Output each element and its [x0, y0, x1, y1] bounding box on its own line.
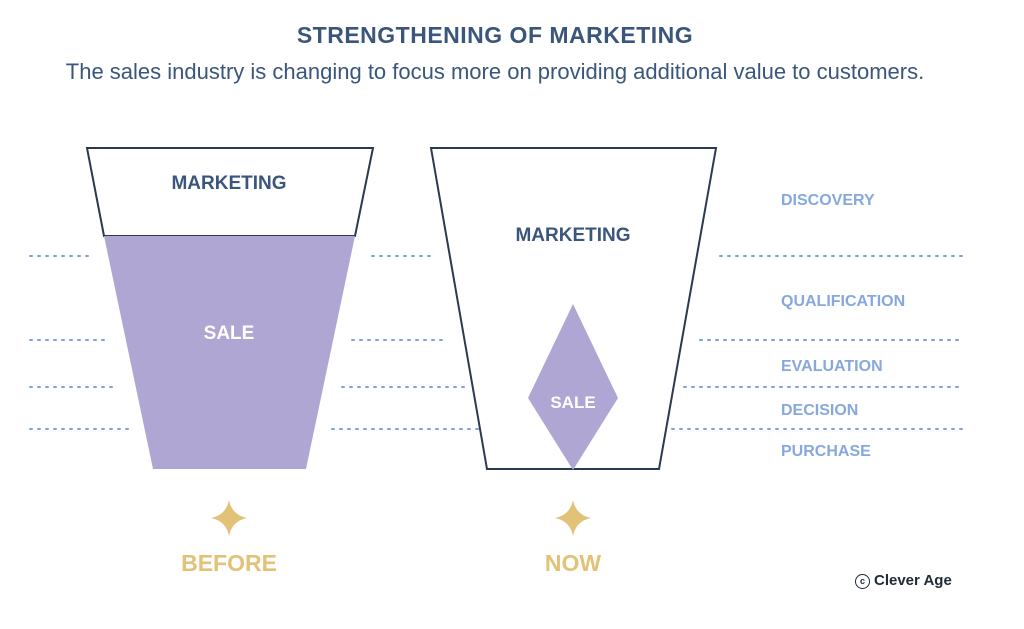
- stage-purchase: PURCHASE: [781, 443, 871, 460]
- sparkle-icon: [211, 500, 247, 536]
- copyright-notice: c Clever Age: [855, 572, 952, 589]
- before-caption: BEFORE: [181, 550, 277, 576]
- before-funnel: MARKETING SALE: [85, 147, 375, 469]
- now-sale-label: SALE: [550, 393, 595, 412]
- page-subtitle: The sales industry is changing to focus …: [65, 59, 925, 84]
- before-sale-label: SALE: [204, 323, 255, 344]
- stage-discovery: DISCOVERY: [781, 192, 875, 209]
- now-funnel: MARKETING SALE: [429, 147, 718, 470]
- level-lines: [29, 255, 963, 430]
- copyright-icon: c: [855, 574, 870, 589]
- now-caption: NOW: [545, 550, 602, 576]
- before-marketing-label: MARKETING: [171, 173, 286, 194]
- stage-evaluation: EVALUATION: [781, 358, 883, 375]
- before-sale-area: [104, 236, 355, 469]
- stage-labels: DISCOVERY QUALIFICATION EVALUATION DECIS…: [781, 192, 905, 460]
- stage-qualification: QUALIFICATION: [781, 293, 905, 310]
- now-sale-diamond: [528, 304, 618, 470]
- sparkle-icon: [555, 500, 591, 536]
- brand-name: Clever Age: [874, 572, 952, 589]
- now-marketing-label: MARKETING: [515, 225, 630, 246]
- page-title: STRENGTHENING OF MARKETING: [296, 22, 694, 48]
- stage-decision: DECISION: [781, 402, 858, 419]
